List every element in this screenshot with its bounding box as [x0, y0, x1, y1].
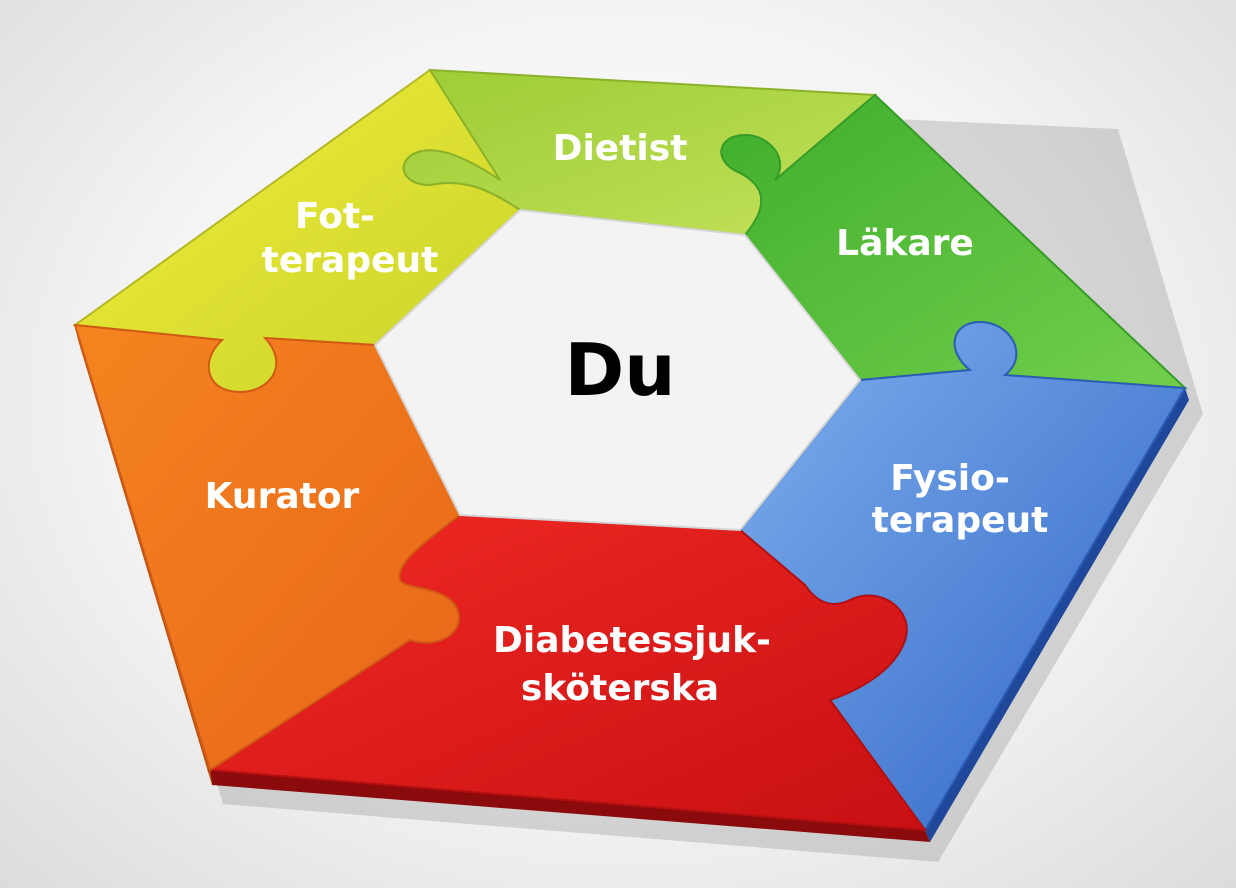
- center-hole: [373, 208, 862, 532]
- label-diabetessjukskoterska-line1: Diabetessjuk-: [493, 620, 771, 661]
- label-fotterapeut-line1: Fot-: [295, 196, 375, 237]
- label-diabetessjukskoterska-line2: sköterska: [521, 668, 719, 709]
- center-label: Du: [564, 328, 675, 412]
- label-fysioterapeut-line2: terapeut: [872, 500, 1049, 541]
- label-dietist: Dietist: [553, 128, 688, 169]
- label-kurator: Kurator: [205, 476, 360, 517]
- label-fysioterapeut-line1: Fysio-: [890, 458, 1010, 499]
- label-lakare: Läkare: [836, 223, 974, 264]
- puzzle-piece-kurator: [73, 323, 462, 772]
- label-fotterapeut-line2: terapeut: [262, 240, 439, 281]
